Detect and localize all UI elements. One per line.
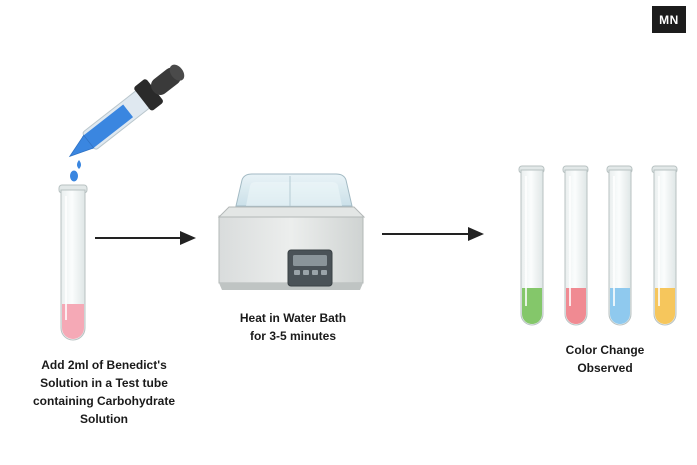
test-tube-icon: [651, 165, 678, 326]
reagent-drop: [70, 170, 78, 182]
arrow-icon: [382, 227, 484, 241]
step-2-caption: Heat in Water Bath for 3-5 minutes: [239, 311, 347, 343]
reagent-drop: [77, 160, 81, 169]
test-tube-icon: [562, 165, 589, 326]
display-screen: [293, 255, 327, 266]
logo-badge: MN: [652, 6, 686, 33]
water-bath-icon: [217, 173, 366, 290]
test-tube-icon: [606, 165, 633, 326]
test-tube-icon: [58, 184, 88, 341]
test-tube-icon: [518, 165, 545, 326]
dropper-icon: [68, 64, 185, 182]
dropper-reagent: [82, 104, 134, 150]
step-3-caption: Color Change Observed: [565, 343, 645, 375]
arrow-icon: [95, 231, 196, 245]
sample-solution: [62, 304, 84, 339]
step-1-caption: Add 2ml of Benedict's Solution in a Test…: [32, 358, 175, 426]
